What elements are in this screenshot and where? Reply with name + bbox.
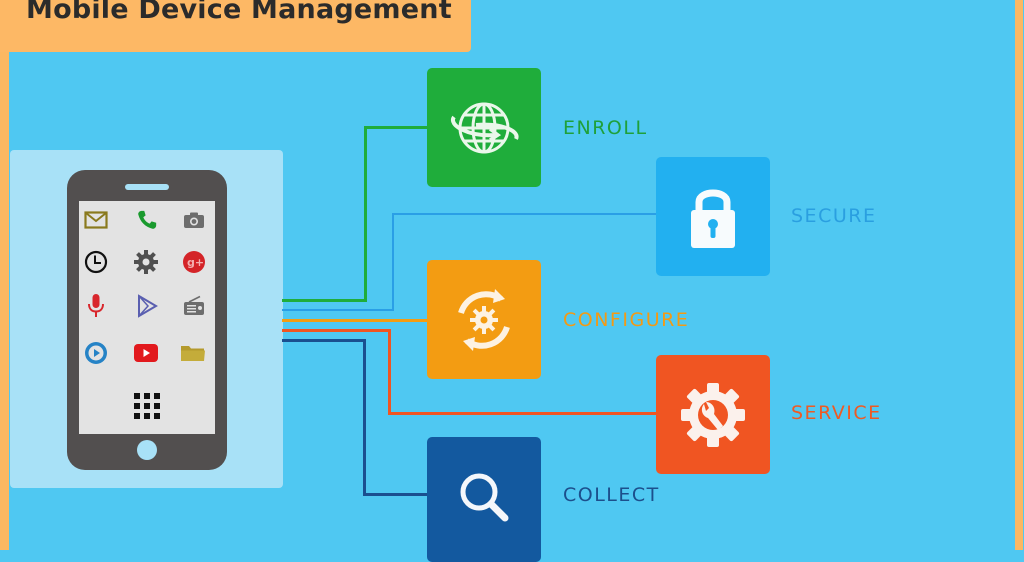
enroll-connector — [364, 126, 428, 129]
play-circle-icon[interactable] — [83, 340, 109, 366]
configure-label: CONFIGURE — [563, 309, 690, 331]
left-frame-border — [0, 0, 9, 550]
radio-icon[interactable] — [181, 293, 207, 319]
configure-tile[interactable] — [427, 260, 541, 379]
phone-speaker — [125, 184, 169, 190]
page-title: Mobile Device Management — [26, 0, 452, 25]
app-grid-icon[interactable] — [133, 392, 161, 420]
enroll-connector — [282, 299, 366, 302]
folder-icon[interactable] — [180, 340, 206, 366]
gear-icon[interactable] — [133, 249, 159, 275]
secure-connector — [282, 309, 394, 311]
microphone-icon[interactable] — [83, 293, 109, 319]
search-icon — [460, 473, 509, 521]
smartphone: g+ — [67, 170, 227, 470]
camera-icon[interactable] — [181, 207, 207, 233]
youtube-icon[interactable] — [133, 340, 159, 366]
secure-tile[interactable] — [656, 157, 770, 276]
collect-connector — [282, 339, 366, 342]
google-plus-icon[interactable]: g+ — [181, 249, 207, 275]
service-connector — [388, 329, 391, 415]
gear-wrench-icon — [681, 382, 745, 447]
secure-label: SECURE — [791, 205, 877, 227]
enroll-connector — [364, 126, 367, 302]
title-banner: Mobile Device Management — [0, 0, 471, 52]
secure-connector — [392, 213, 657, 215]
svg-text:g+: g+ — [187, 256, 204, 269]
phone-screen: g+ — [79, 201, 215, 434]
sync-gear-icon — [458, 288, 510, 351]
service-tile[interactable] — [656, 355, 770, 474]
service-label: SERVICE — [791, 402, 882, 424]
service-connector — [388, 412, 657, 415]
lock-icon — [691, 189, 735, 248]
home-button[interactable] — [137, 440, 157, 460]
mail-icon[interactable] — [83, 207, 109, 233]
play-store-icon[interactable] — [134, 293, 160, 319]
globe-icon — [450, 102, 519, 153]
enroll-tile[interactable] — [427, 68, 541, 187]
collect-label: COLLECT — [563, 484, 660, 506]
right-frame-border — [1015, 0, 1023, 550]
configure-connector — [282, 319, 428, 322]
secure-connector — [392, 213, 394, 311]
service-connector — [282, 329, 391, 332]
enroll-label: ENROLL — [563, 117, 648, 139]
phone-icon[interactable] — [134, 207, 160, 233]
collect-connector — [363, 493, 428, 496]
collect-connector — [363, 339, 366, 496]
collect-tile[interactable] — [427, 437, 541, 562]
clock-icon[interactable] — [83, 249, 109, 275]
